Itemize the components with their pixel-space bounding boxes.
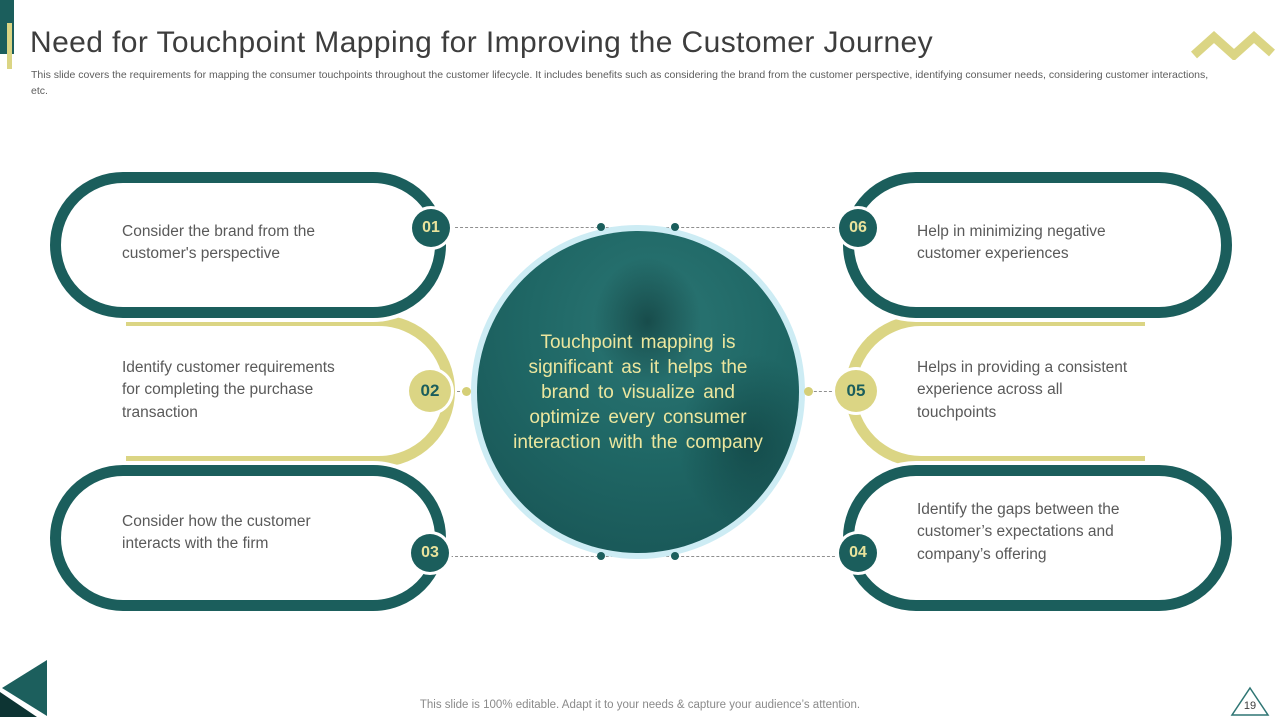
footer-note: This slide is 100% editable. Adapt it to…	[419, 699, 861, 711]
page-number-marker: 19	[1230, 685, 1270, 717]
center-circle: Touchpoint mapping is significant as it …	[477, 231, 799, 553]
connector-dot	[671, 552, 679, 560]
item-text-04: Identify the gaps between the customer’s…	[917, 501, 1120, 563]
center-circle-text: Touchpoint mapping is significant as it …	[513, 331, 763, 453]
item-number-badge-06: 06	[839, 209, 877, 247]
page-number: 19	[1243, 700, 1257, 712]
item-text-02: Identify customer requirements for compl…	[122, 359, 335, 421]
connector-dot	[804, 387, 813, 396]
item-pill-06	[843, 172, 1232, 318]
item-number-badge-04: 04	[839, 534, 877, 572]
item-number-badge-05: 05	[835, 370, 877, 412]
item-text-01: Consider the brand from the customer's p…	[122, 223, 315, 263]
item-text-03: Consider how the customer interacts with…	[122, 513, 311, 553]
connector-dot	[671, 223, 679, 231]
page-title: Need for Touchpoint Mapping for Improvin…	[30, 26, 934, 59]
zigzag-icon	[1191, 30, 1275, 60]
center-circle-ring: Touchpoint mapping is significant as it …	[471, 225, 805, 559]
connector-dot	[597, 552, 605, 560]
connector-dot	[462, 387, 471, 396]
slide-subtitle: This slide covers the requirements for m…	[31, 69, 1209, 97]
item-number-badge-02: 02	[409, 370, 451, 412]
page-number-triangle-icon	[1230, 686, 1270, 716]
item-text-06: Help in minimizing negative customer exp…	[917, 223, 1106, 263]
corner-arrow-icon	[0, 660, 47, 717]
item-number-badge-03: 03	[411, 534, 449, 572]
item-number-badge-01: 01	[412, 209, 450, 247]
connector-dot	[597, 223, 605, 231]
item-text-05: Helps in providing a consistent experien…	[917, 359, 1128, 421]
item-pill-01	[50, 172, 446, 318]
header-accent-bar-yellow	[7, 23, 12, 69]
